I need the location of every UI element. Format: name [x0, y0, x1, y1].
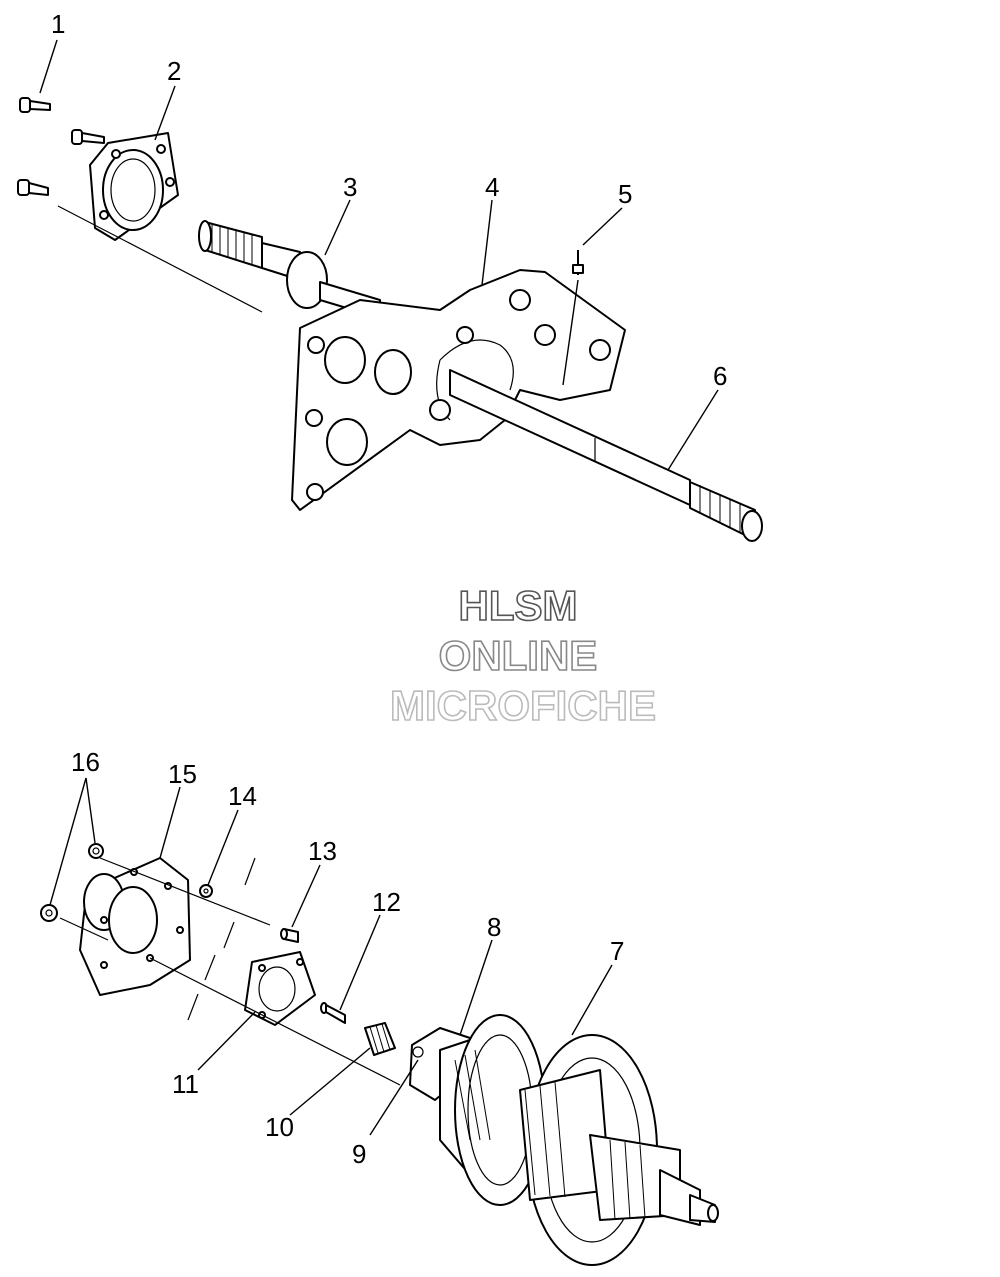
watermark-line-1: HLSM — [459, 582, 578, 629]
gear-assembly-part-8 — [439, 1014, 546, 1206]
shaft-part-3 — [198, 220, 381, 319]
pin-part-5 — [572, 250, 584, 275]
callout-13: 13 — [308, 836, 337, 866]
callout-7: 7 — [610, 936, 624, 966]
watermark-line-2: ONLINE — [439, 632, 598, 679]
callout-11: 11 — [172, 1069, 199, 1099]
callout-6: 6 — [713, 361, 727, 391]
watermark-line-3: MICROFICHE — [390, 682, 656, 729]
callout-9: 9 — [352, 1139, 366, 1169]
callout-16: 16 — [71, 747, 100, 777]
washer-part-14 — [199, 884, 213, 898]
gasket-plate-part-11 — [244, 951, 316, 1026]
callout-10: 10 — [265, 1112, 294, 1142]
bolt-part-1 — [17, 97, 105, 196]
leader-lines — [39, 39, 719, 1136]
callout-14: 14 — [228, 781, 257, 811]
nut-part-16 — [40, 843, 104, 922]
callout-4: 4 — [485, 172, 499, 202]
axis-line — [57, 205, 263, 313]
callout-8: 8 — [487, 912, 501, 942]
gear-assembly-part-7 — [519, 1034, 719, 1266]
axis-lines-bottom — [59, 857, 401, 1086]
dowel-part-13 — [280, 928, 299, 943]
callout-2: 2 — [167, 56, 181, 86]
watermark: HLSM ONLINE MICROFICHE — [389, 581, 657, 730]
flange-plate-part-2 — [89, 132, 179, 241]
callout-labels: 1 2 3 4 5 6 7 8 9 10 11 12 13 14 15 16 — [51, 9, 727, 1169]
hub-flange-part-15 — [79, 857, 191, 996]
callout-1: 1 — [51, 9, 65, 39]
callout-12: 12 — [372, 887, 401, 917]
shaft-part-6 — [449, 369, 763, 542]
bolt-part-12 — [320, 1002, 346, 1024]
pinion-gear-part-10 — [364, 1022, 396, 1056]
callout-3: 3 — [343, 172, 357, 202]
callout-15: 15 — [168, 759, 197, 789]
callout-5: 5 — [618, 179, 632, 209]
